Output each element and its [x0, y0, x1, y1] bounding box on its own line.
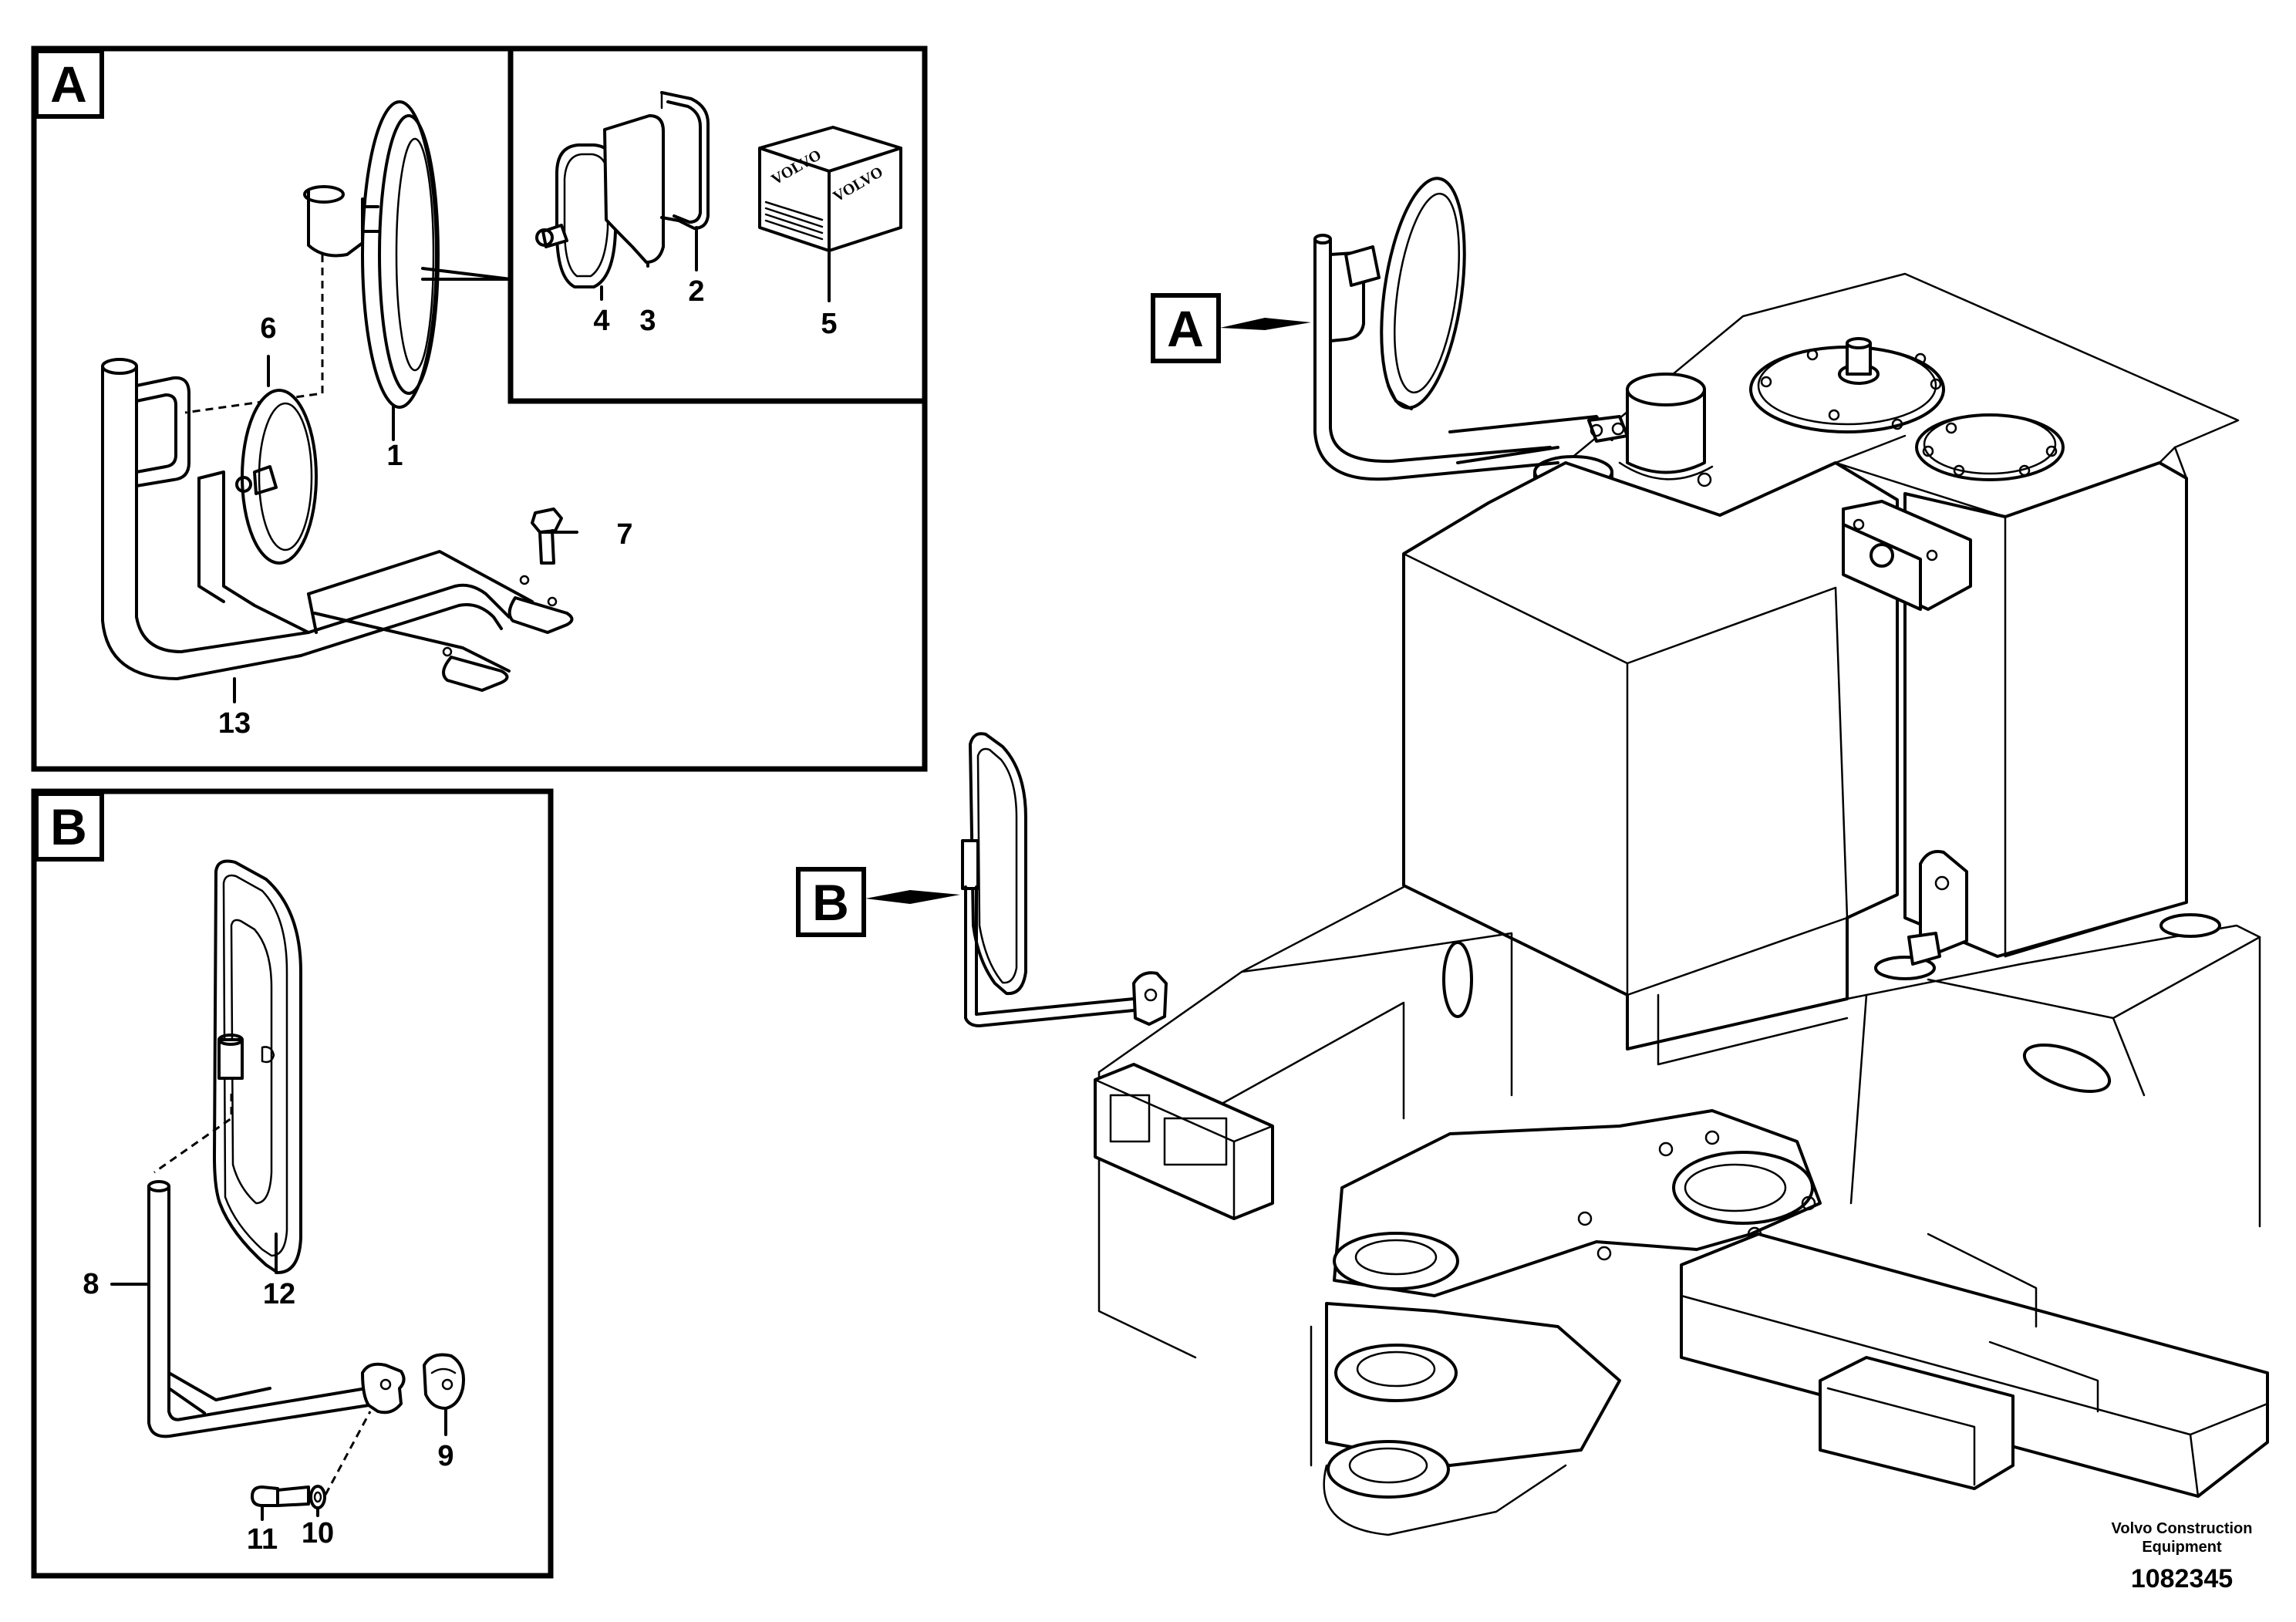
frame-2: [660, 91, 710, 230]
inset-b: B: [31, 788, 554, 1579]
callout-a: A: [1151, 293, 1311, 363]
part-number-12: 12: [263, 1278, 295, 1310]
part-number-4: 4: [593, 305, 609, 337]
footer: Volvo Construction Equipment 1082345: [2112, 1520, 2253, 1593]
footer-company-line2: Equipment: [2142, 1539, 2222, 1556]
callout-b: B: [796, 867, 960, 937]
part-number-13: 13: [218, 707, 251, 740]
bolt-11: [251, 1485, 310, 1507]
inset-b-label: B: [50, 798, 87, 855]
callout-a-label: A: [1167, 300, 1204, 357]
package-5: VOLVO VOLVO: [758, 126, 902, 252]
drawing-number: 1082345: [2131, 1564, 2233, 1593]
callout-a-box: [1151, 293, 1221, 363]
inset-b-frame: [31, 788, 554, 1579]
mirror-glass-4: [535, 143, 617, 288]
callout-b-label: B: [812, 874, 849, 931]
part-number-5: 5: [821, 308, 837, 340]
part-number-7: 7: [616, 518, 632, 551]
part-number-8: 8: [83, 1268, 99, 1300]
clamp-9: [423, 1353, 465, 1410]
part-number-2: 2: [688, 275, 704, 308]
washer-10: [309, 1485, 326, 1509]
inset-a: A: [31, 46, 928, 772]
callout-b-box: [796, 867, 866, 937]
gasket-3: [603, 114, 665, 264]
callout-b-arrow: [865, 890, 960, 904]
callout-a-arrow: [1220, 318, 1311, 330]
inset-b-label-box: [34, 791, 104, 862]
part-number-6: 6: [260, 312, 276, 345]
bracket-8: [147, 1180, 406, 1438]
mirror-6: [235, 389, 318, 565]
part-number-10: 10: [302, 1517, 334, 1549]
machine-upper-frame: [1094, 272, 2269, 1536]
inset-a-frame: [31, 46, 928, 772]
bracket-13: [101, 358, 574, 692]
machine-mirror-a: [1313, 177, 1629, 481]
footer-company-line1: Volvo Construction: [2112, 1520, 2253, 1537]
machine-mirror-b: [961, 732, 1168, 1027]
part-number-1: 1: [386, 440, 403, 472]
mirror-1: [303, 100, 440, 409]
inset-a-label: A: [50, 56, 87, 113]
inset-a-label-box: [34, 49, 104, 119]
part-number-11: 11: [247, 1523, 278, 1556]
part-number-3: 3: [639, 305, 656, 337]
part-number-9: 9: [437, 1440, 453, 1472]
inset-a-subframe: [507, 46, 928, 404]
bolt-7: [531, 508, 563, 565]
mirror-12: [213, 859, 302, 1274]
